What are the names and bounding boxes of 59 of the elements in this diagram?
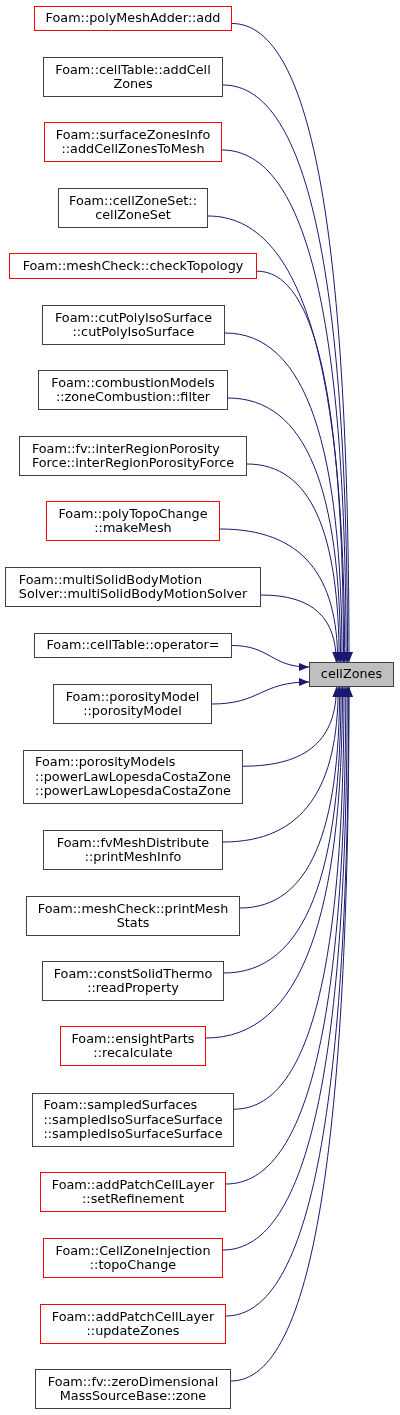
call-arrow [227, 397, 345, 663]
function-name: Foam::addPatchCellLayer ::updateZones [51, 1309, 215, 1339]
function-box [40, 1172, 226, 1212]
function-name: cellZones [320, 667, 383, 682]
call-arrow [211, 678, 310, 705]
function-name: Foam::cellZoneSet:: cellZoneSet [69, 193, 197, 223]
call-arrow [231, 645, 310, 671]
function-name: Foam::combustionModels ::zoneCombustion::filter [51, 375, 215, 405]
function-name: Foam::CellZoneInjection ::topoChange [55, 1243, 211, 1273]
function-box [26, 896, 240, 936]
function-name: Foam::cellTable::addCell Zones [55, 62, 211, 92]
function-name: Foam::polyTopoChange ::makeMesh [58, 506, 208, 536]
function-box [46, 501, 220, 541]
function-name: Foam::multiSolidBodyMotion Solver::multiSolidBodyMotionSolver [18, 572, 248, 602]
function-name: Foam::meshCheck::checkTopology [22, 258, 244, 274]
function-box [35, 1369, 231, 1409]
call-arrow [224, 332, 346, 663]
call-arrow [223, 686, 345, 974]
function-name: Foam::polyMeshAdder::add [45, 11, 221, 26]
function-name: Foam::fv::interRegionPorosity Force::interRegionPorosityForce [31, 441, 235, 471]
function-box [53, 684, 212, 724]
function-name: Foam::sampledSurfaces ::sampledIsoSurfaceSurface ::sampledIsoSurfaceSurface [43, 1098, 223, 1142]
function-box [38, 370, 228, 410]
call-arrow [242, 686, 340, 767]
function-box [40, 1304, 226, 1344]
function-box [9, 253, 257, 279]
call-arrow [260, 594, 340, 663]
function-box [42, 961, 224, 1001]
function-name: Foam::cellTable::operator= [46, 638, 220, 653]
function-name: Foam::porosityModel ::porosityModel [65, 689, 200, 719]
function-box [43, 830, 223, 870]
function-box [43, 57, 223, 97]
function-box [23, 750, 243, 804]
function-name: Foam::addPatchCellLayer ::setRefinement [51, 1177, 215, 1207]
call-arrow [233, 686, 348, 1110]
function-box [42, 305, 225, 345]
call-arrow [222, 686, 342, 843]
function-name: Foam::meshCheck::printMesh Stats [37, 901, 229, 931]
call-arrow [246, 463, 343, 663]
function-box [44, 122, 222, 162]
function-name: Foam::porosityModels ::powerLawLopesdaCostaZone ::powerLawLopesdaCostaZone [35, 755, 231, 799]
function-box [34, 633, 232, 658]
function-box [19, 436, 247, 476]
function-box [32, 1093, 234, 1147]
call-arrow [231, 23, 353, 663]
function-box [43, 1238, 223, 1278]
function-box [58, 188, 208, 228]
function-box [5, 567, 261, 607]
function-name: Foam::fvMeshDistribute ::printMeshInfo [56, 835, 210, 865]
function-name: Foam::ensightParts ::recalculate [71, 1031, 195, 1061]
call-arrow [207, 215, 349, 663]
selected-function-box [309, 662, 394, 687]
function-box [34, 6, 232, 31]
function-name: Foam::surfaceZonesInfo ::addCellZonesToMesh [55, 127, 211, 157]
call-arrow [219, 528, 342, 663]
function-name: Foam::constSolidThermo ::readProperty [53, 966, 213, 996]
function-name: Foam::fv::zeroDimensional MassSourceBase::zone [47, 1374, 219, 1404]
function-name: Foam::cutPolyIsoSurface ::cutPolyIsoSurface [54, 310, 213, 340]
function-box [60, 1026, 206, 1066]
